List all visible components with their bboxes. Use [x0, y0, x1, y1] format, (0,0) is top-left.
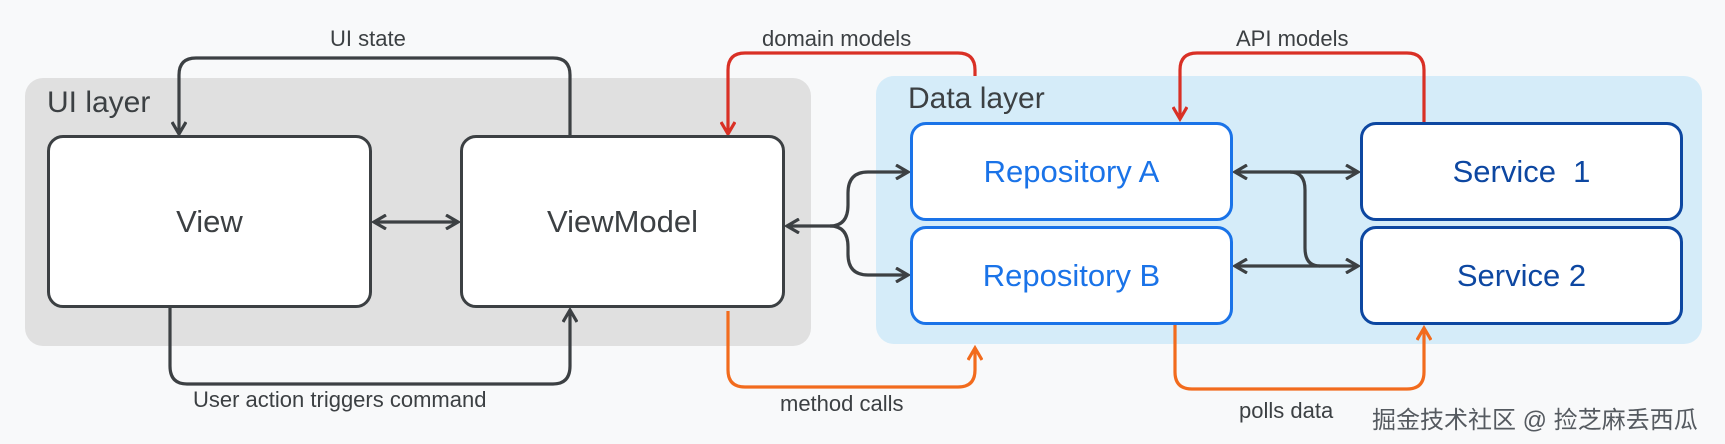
polls-data-label: polls data	[1239, 398, 1334, 423]
domain-models-label: domain models	[762, 26, 912, 51]
viewmodel-node-label: ViewModel	[546, 203, 699, 239]
service-1-node: Service 1	[1360, 122, 1683, 221]
ui-state-arrow	[179, 56, 572, 135]
method-calls-label: method calls	[780, 391, 904, 416]
repository-a-label: Repository A	[983, 153, 1160, 189]
ui-layer-title: UI layer	[47, 86, 151, 119]
viewmodel-repo-b-arrow	[829, 224, 907, 275]
view-node-label: View	[176, 203, 243, 239]
repository-b-label: Repository B	[982, 257, 1161, 293]
user-action-label: User action triggers command	[193, 387, 487, 412]
service-1-label: Service 1	[1452, 153, 1591, 189]
repo-cross-connector	[1289, 170, 1321, 268]
domain-models-arrow	[728, 51, 977, 133]
view-node: View	[47, 135, 372, 308]
watermark-text: 掘金技术社区 @ 捡芝麻丢西瓜	[1372, 407, 1698, 434]
repository-b-node: Repository B	[910, 226, 1233, 325]
user-action-arrow	[168, 308, 570, 386]
service-2-label: Service 2	[1456, 257, 1587, 293]
repository-a-node: Repository A	[910, 122, 1233, 221]
ui-state-label: UI state	[330, 26, 406, 51]
viewmodel-node: ViewModel	[460, 135, 785, 308]
viewmodel-repo-a-arrow	[829, 172, 907, 228]
data-layer-title: Data layer	[908, 82, 1045, 115]
service-2-node: Service 2	[1360, 226, 1683, 325]
method-calls-arrow	[726, 311, 975, 389]
polls-data-arrow	[1173, 325, 1424, 391]
api-models-label: API models	[1236, 26, 1349, 51]
api-models-arrow	[1180, 51, 1426, 122]
